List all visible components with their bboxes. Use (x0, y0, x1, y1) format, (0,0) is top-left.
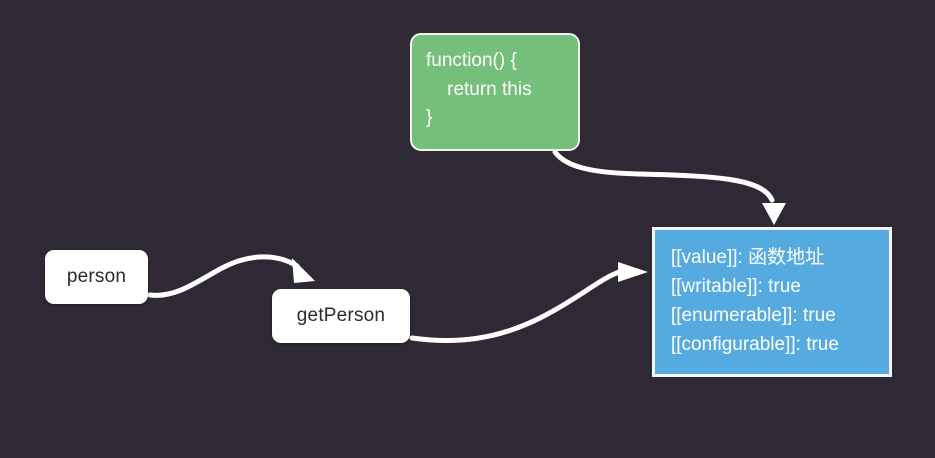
function-code-line-3: } (426, 107, 433, 128)
descriptor-enumerable-line: [[enumerable]]: true (671, 305, 836, 326)
descriptor-configurable-line: [[configurable]]: true (671, 333, 839, 355)
node-getperson-label: getPerson (296, 305, 386, 326)
descriptor-writable-line: [[writable]]: true (671, 276, 801, 298)
function-code-line-1: function() { (426, 50, 517, 71)
arrow-getperson-to-descriptor (409, 262, 648, 343)
node-property-descriptor[interactable]: [[value]]: 函数地址 [[writable]]: true [[enu… (652, 227, 892, 377)
node-function-body[interactable]: function() { return this } (410, 33, 580, 151)
node-getperson[interactable]: getPerson (272, 289, 410, 343)
descriptor-value-line: [[value]]: 函数地址 (671, 247, 825, 269)
arrow-function-to-descriptor (552, 149, 786, 225)
node-person-label: person (66, 266, 127, 287)
node-person[interactable]: person (45, 250, 148, 304)
function-code-line-2: return this (426, 78, 532, 100)
